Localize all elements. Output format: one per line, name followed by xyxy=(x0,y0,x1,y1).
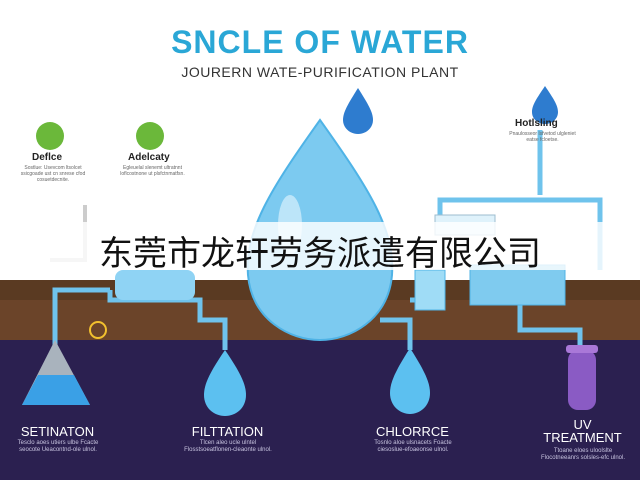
page-title: SNCLE OF WATER xyxy=(171,24,469,60)
stage-uv-desc: Ttoane eloes uloolslte Flocotneeanrs sol… xyxy=(540,448,626,461)
top-drop-right xyxy=(532,86,558,124)
page-subtitle: JOURERN WATE-PURIFICATION PLANT xyxy=(181,64,459,80)
storage-tank xyxy=(469,264,566,306)
stage-uv-label: UV TREATMENT xyxy=(543,417,622,445)
underground-layer xyxy=(0,340,640,480)
filtration-drop xyxy=(204,350,246,416)
pipe-5 xyxy=(517,300,583,355)
chlorine-unit xyxy=(414,269,446,311)
chlorine-drop xyxy=(390,348,430,414)
watermark-text: 东莞市龙轩劳务派遣有限公司 xyxy=(99,234,541,274)
top-drop-center xyxy=(343,88,373,134)
source-icon xyxy=(36,122,64,150)
desc-quality: Egleuelal slenemt ultratnnt loflcostnone… xyxy=(120,165,185,177)
stage-sedimentation-label: SETINATON xyxy=(20,424,95,439)
label-quality: Adelcaty xyxy=(128,152,170,163)
uv-tank-cap xyxy=(566,345,598,353)
uv-tank xyxy=(568,350,596,410)
intake-tank xyxy=(115,270,195,300)
stage-sedimentation-desc: Tesclo aoes utiers ulbe Fcacte seocote U… xyxy=(17,440,99,453)
pipe-3 xyxy=(380,317,413,350)
quality-icon xyxy=(136,122,164,150)
stage-chlorine-label: CHLORRCE xyxy=(376,424,449,439)
valve-icon xyxy=(89,321,107,339)
pipe-2 xyxy=(107,290,228,350)
desc-source: Sostlue: Usevcom ltsolcet ssicgoade ust … xyxy=(20,165,86,183)
label-holding: Hotlsling xyxy=(515,118,558,129)
stage-filtration-desc: Tlcen aleo ucle ulntel Flosstsoeatflonen… xyxy=(184,440,272,453)
stage-filtration-label: FILTTATION xyxy=(191,424,264,439)
stage-chlorine-desc: Tosnlo aloe ulsnacets Foacte ciesoslue-e… xyxy=(374,440,452,453)
watermark-banner xyxy=(0,222,640,270)
label-source: Deflce xyxy=(32,152,63,163)
sediment-water xyxy=(22,375,90,405)
desc-holding: Pnaulosseor lsfvetod ulgleniet eatse fcl… xyxy=(509,131,576,143)
